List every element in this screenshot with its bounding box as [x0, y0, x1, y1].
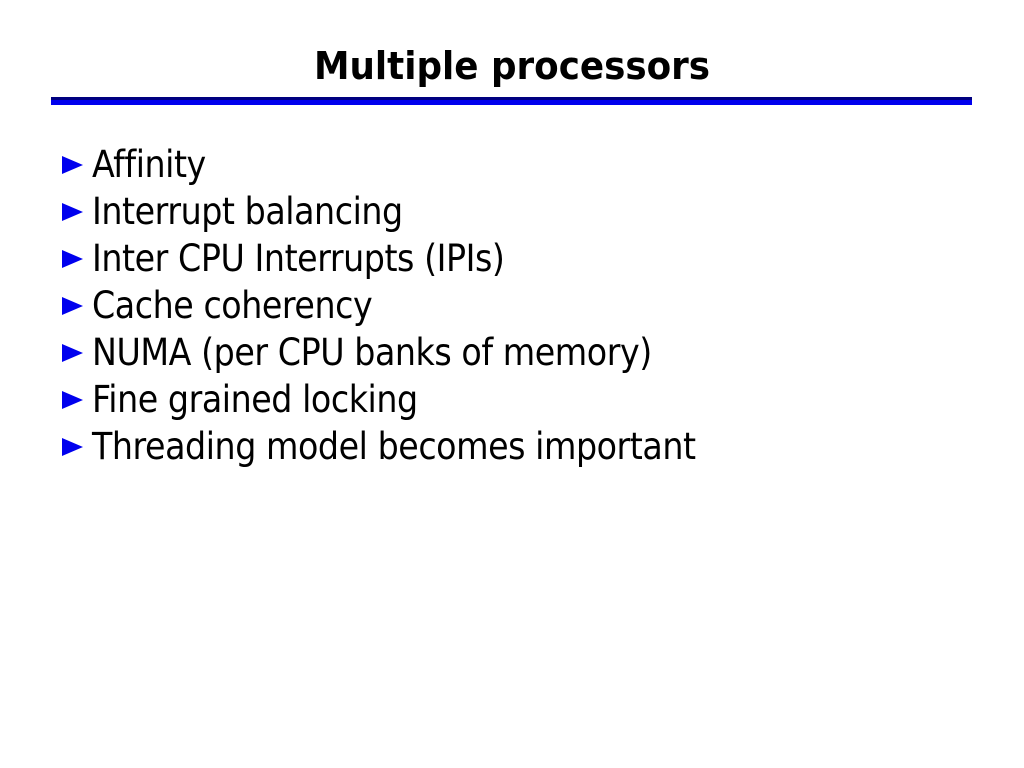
triangle-right-icon — [62, 296, 83, 315]
triangle-right-icon — [62, 343, 83, 362]
bullet-item: Fine grained locking — [62, 376, 1004, 423]
bullet-item: Threading model becomes important — [62, 423, 1004, 470]
bullet-text: Interrupt balancing — [92, 190, 403, 233]
bullet-text: Fine grained locking — [92, 378, 418, 421]
bullet-item: NUMA (per CPU banks of memory) — [62, 329, 1004, 376]
bullet-text: Threading model becomes important — [92, 425, 696, 468]
bullet-list: Affinity Interrupt balancing Inter CPU I… — [62, 141, 1004, 470]
triangle-right-icon — [62, 437, 83, 456]
bullet-text: NUMA (per CPU banks of memory) — [92, 331, 652, 374]
triangle-right-icon — [62, 249, 83, 268]
bullet-text: Cache coherency — [92, 284, 373, 327]
bullet-text: Inter CPU Interrupts (IPIs) — [92, 237, 505, 280]
bullet-item: Inter CPU Interrupts (IPIs) — [62, 235, 1004, 282]
bullet-text: Affinity — [92, 143, 206, 186]
bullet-item: Cache coherency — [62, 282, 1004, 329]
bullet-item: Affinity — [62, 141, 1004, 188]
triangle-right-icon — [62, 155, 83, 174]
bullet-item: Interrupt balancing — [62, 188, 1004, 235]
slide-title: Multiple processors — [313, 44, 711, 88]
title-underline-rule — [51, 97, 972, 105]
triangle-right-icon — [62, 390, 83, 409]
triangle-right-icon — [62, 202, 83, 221]
